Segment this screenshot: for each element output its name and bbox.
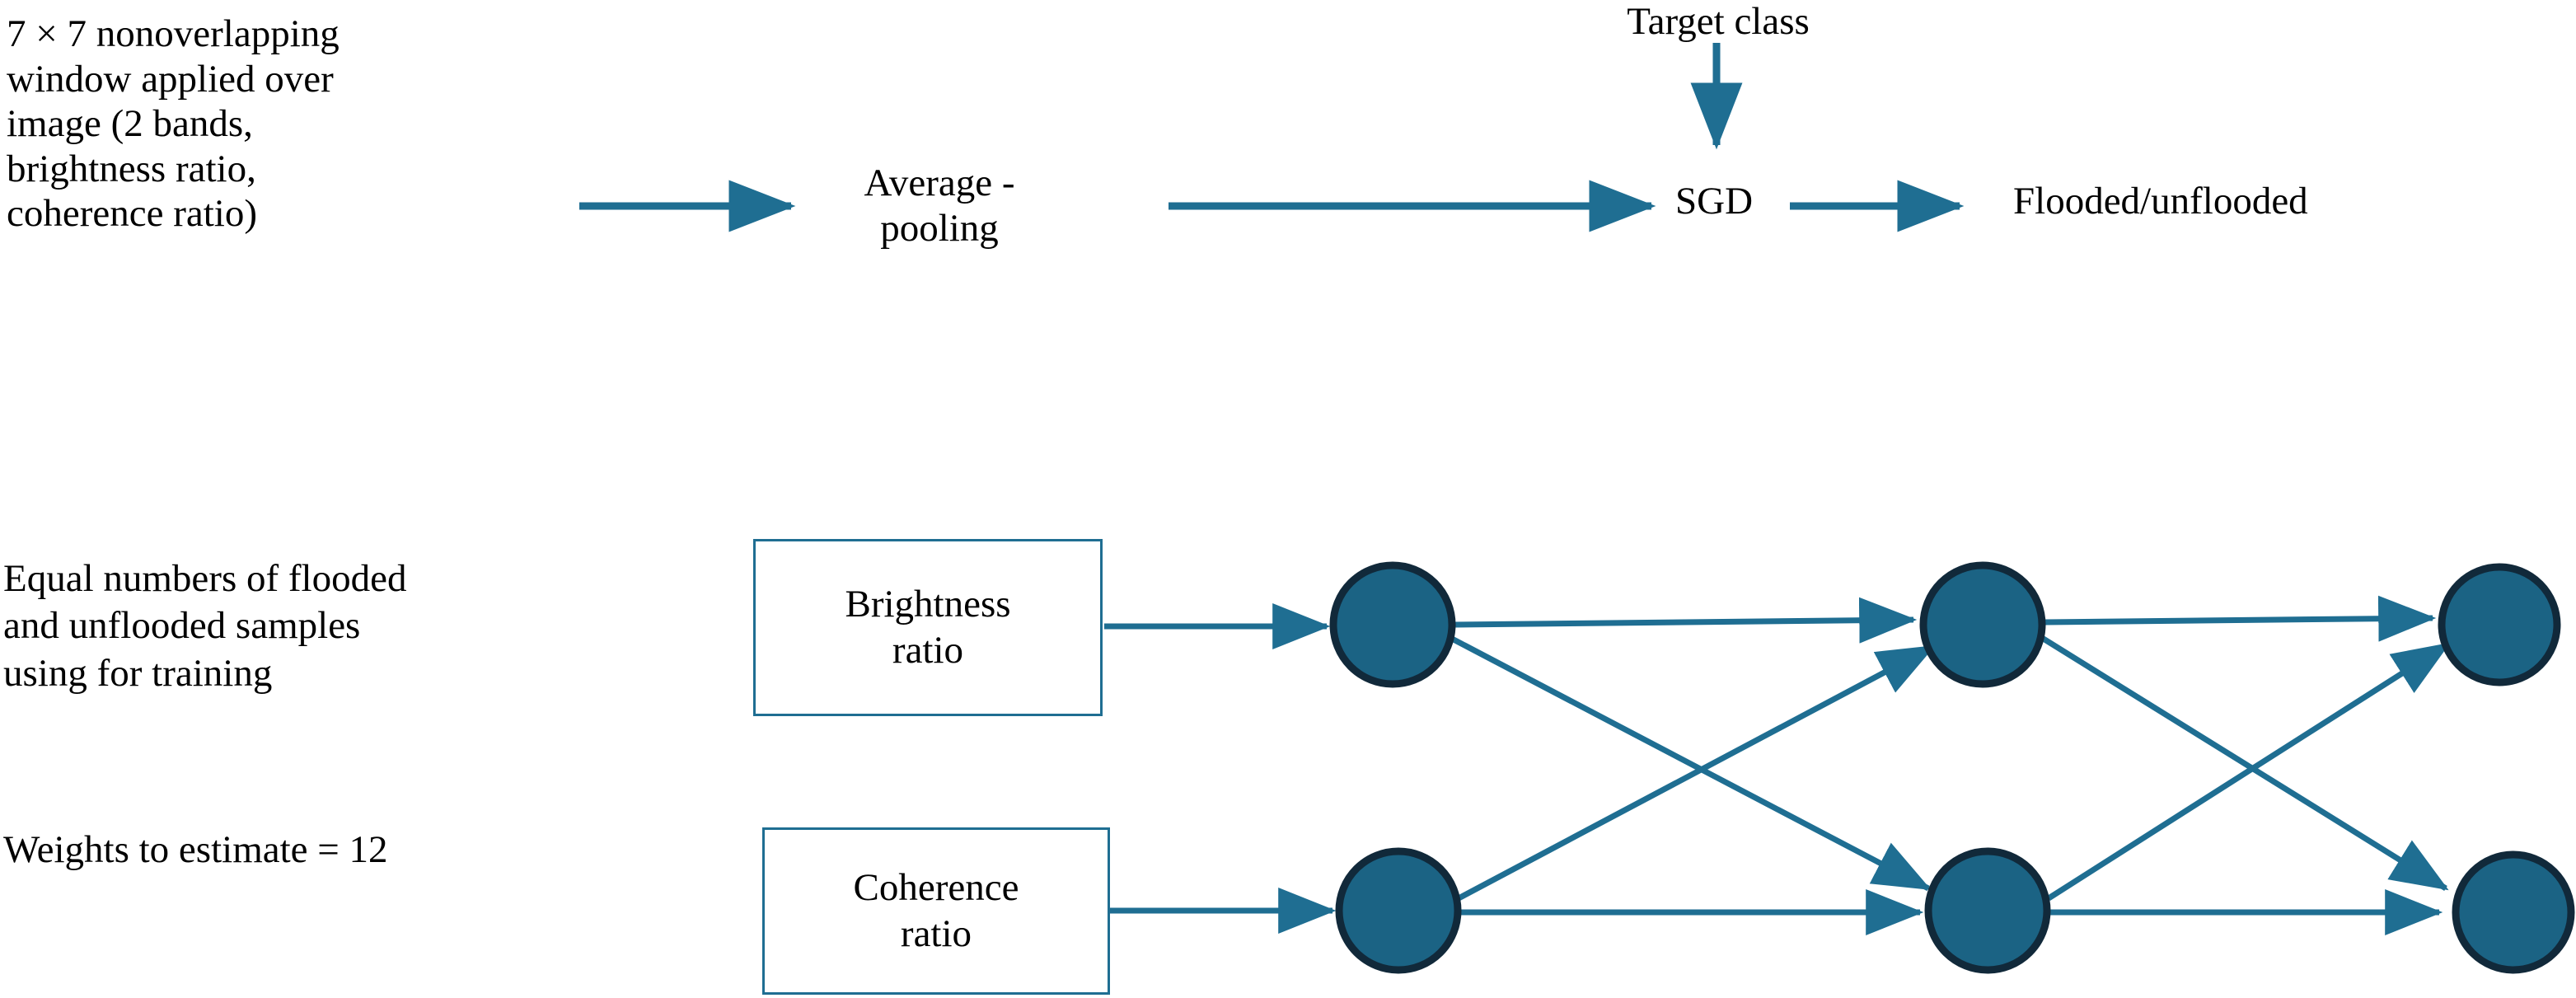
edge-h2top-to-outtop <box>2044 595 2437 642</box>
target-class-label: Target class <box>1627 0 1810 43</box>
edge-h2top-to-outbottom <box>2040 635 2449 891</box>
training-samples-note: Equal numbers of flooded and unflooded s… <box>3 557 407 695</box>
node-h1-top[interactable] <box>1329 561 1456 688</box>
weights-to-estimate-note: Weights to estimate = 12 <box>3 828 388 871</box>
edge-h2bottom-to-outtop <box>2047 642 2451 901</box>
node-h2-top[interactable] <box>1919 561 2046 688</box>
node-out-top[interactable] <box>2438 563 2561 686</box>
edge-h1top-to-h2top <box>1454 597 1918 644</box>
edge-h1bottom-to-h2top <box>1457 644 1936 902</box>
edge-h1top-to-h2bottom <box>1450 635 1932 892</box>
node-h2-bottom[interactable] <box>1924 847 2051 974</box>
input-description-text: 7 × 7 nonoverlapping window applied over… <box>7 12 340 236</box>
output-class-label: Flooded/unflooded <box>2013 180 2308 223</box>
average-pooling-label: Average - pooling <box>864 162 1015 250</box>
brightness-ratio-box[interactable]: Brightness ratio <box>753 539 1103 716</box>
node-h1-bottom[interactable] <box>1335 847 1462 974</box>
sgd-label: SGD <box>1674 180 1754 223</box>
node-out-bottom[interactable] <box>2452 850 2575 974</box>
coherence-ratio-box[interactable]: Coherence ratio <box>762 827 1110 995</box>
